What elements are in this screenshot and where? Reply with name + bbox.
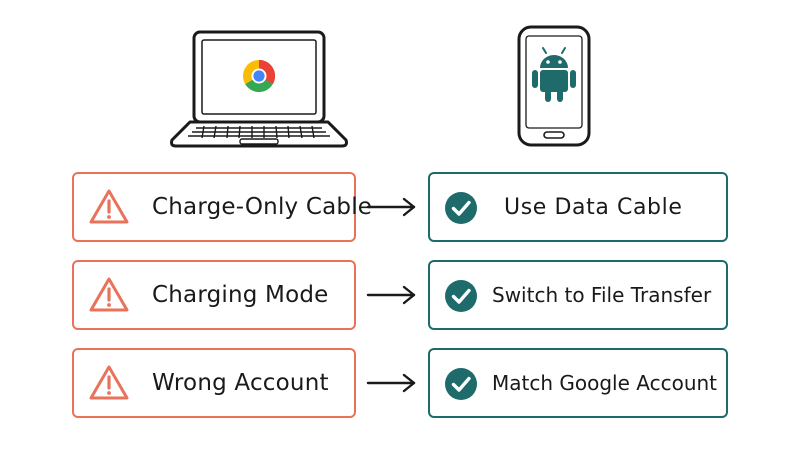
problem-box-wrong-account: Wrong Account xyxy=(72,348,356,418)
laptop-icon xyxy=(170,30,348,148)
android-logo-icon xyxy=(532,47,576,102)
solution-label: Switch to File Transfer xyxy=(492,283,712,307)
arrow-right-icon xyxy=(366,285,416,305)
check-circle-icon xyxy=(445,192,477,224)
phone-icon xyxy=(517,25,591,147)
warning-icon xyxy=(89,189,129,224)
check-circle-icon xyxy=(445,368,477,400)
warning-icon xyxy=(89,277,129,312)
solution-label: Match Google Account xyxy=(492,371,718,395)
arrow-right-icon xyxy=(366,373,416,393)
warning-icon xyxy=(89,365,129,400)
problem-label: Wrong Account xyxy=(152,370,329,396)
check-circle-icon xyxy=(445,280,477,312)
chrome-logo-icon xyxy=(242,60,276,93)
problem-label: Charging Mode xyxy=(152,282,329,308)
solution-box-use-data-cable: Use Data Cable xyxy=(428,172,728,242)
arrow-right-icon xyxy=(366,197,416,217)
solution-box-switch-to-file-transfer: Switch to File Transfer xyxy=(428,260,728,330)
problem-box-charging-mode: Charging Mode xyxy=(72,260,356,330)
problem-label: Charge-Only Cable xyxy=(152,194,373,220)
solution-label: Use Data Cable xyxy=(504,194,683,220)
solution-box-match-google-account: Match Google Account xyxy=(428,348,728,418)
problem-box-charge-only-cable: Charge-Only Cable xyxy=(72,172,373,242)
